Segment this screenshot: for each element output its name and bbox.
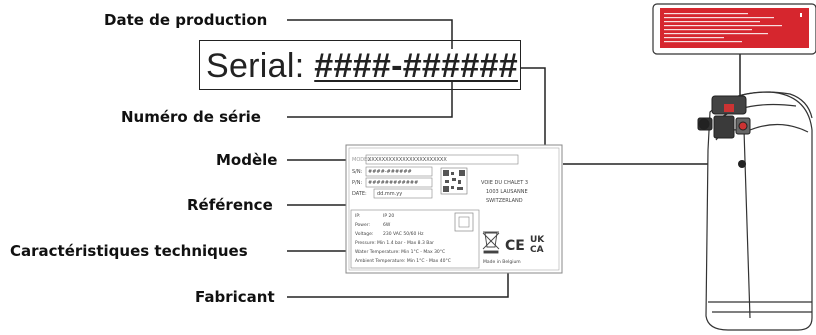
spec-ambient-temp: Ambient Temperature: Min 1°C - Max 40°C [355, 259, 451, 264]
spec-voltage-key: Voltage: [355, 232, 374, 237]
ukca-mark-bottom: CA [530, 245, 544, 255]
weee-bin-icon [482, 231, 500, 254]
maker-line-1: VOIE DU CHALET 3 [481, 180, 529, 186]
label-date-key: DATE: [352, 191, 367, 197]
rating-label-outline [345, 144, 563, 274]
valve-assembly [697, 95, 751, 139]
rating-label-inner [348, 147, 560, 271]
spec-ip-key: IP: [355, 214, 361, 219]
serial-code: ####-###### [314, 47, 518, 85]
callout-manufacturer: Fabricant [195, 288, 275, 306]
leader-production-date [287, 19, 453, 49]
spec-pressure-value: Min 1.4 bar - Max 8.3 Bar [377, 241, 434, 246]
label-sn-value: ####-###### [368, 169, 412, 175]
label-pn-value: ############ [368, 180, 419, 186]
date-field [373, 188, 433, 199]
callout-production-date: Date de production [104, 11, 268, 29]
rating-label-drawing [345, 144, 563, 274]
callout-tech-specs: Caractéristiques techniques [10, 242, 248, 260]
label-sn-key: S/N: [352, 169, 363, 175]
spec-pressure-key: Pressure: [355, 241, 376, 246]
spec-power-key: Power: [355, 223, 371, 228]
spec-water-temp: Water Temperature: Min 1°C - Max 30°C [355, 250, 446, 255]
label-pn-key: P/N: [352, 180, 363, 186]
label-position-dot [738, 160, 746, 168]
maker-line-3: SWITZERLAND [486, 198, 523, 204]
spec-power-value: 6W [383, 223, 391, 228]
made-in-text: Made in Belgium [483, 260, 521, 265]
sn-field [365, 166, 433, 177]
serial-prefix: Serial: [206, 47, 305, 85]
spec-voltage-value: 230 VAC 50/60 Hz [383, 232, 424, 237]
callout-reference: Référence [187, 196, 273, 214]
qr-code [440, 167, 468, 195]
spec-ip-value: IP 20 [383, 214, 395, 219]
serial-zoom-box [199, 40, 521, 90]
serial-zoom-text: Serial: ####-###### [206, 47, 518, 86]
model-field [365, 154, 519, 165]
callout-serial-number: Numéro de série [121, 108, 261, 126]
spec-box [350, 209, 480, 269]
leader-serial-number [287, 82, 453, 118]
ip-symbol-box [454, 212, 474, 232]
callout-model: Modèle [216, 151, 278, 169]
ukca-mark-top: UK [530, 235, 545, 245]
label-model-key: MODEL [352, 157, 371, 163]
label-model-value: XXXXXXXXXXXXXXXXXXXXXXX [368, 157, 447, 163]
maker-line-2: 1003 LAUSANNE [486, 189, 528, 195]
ce-mark: CE [505, 238, 525, 254]
label-date-value: dd.mm.yy [377, 191, 403, 197]
warning-label-drawing [652, 3, 816, 55]
pn-field [365, 177, 433, 188]
